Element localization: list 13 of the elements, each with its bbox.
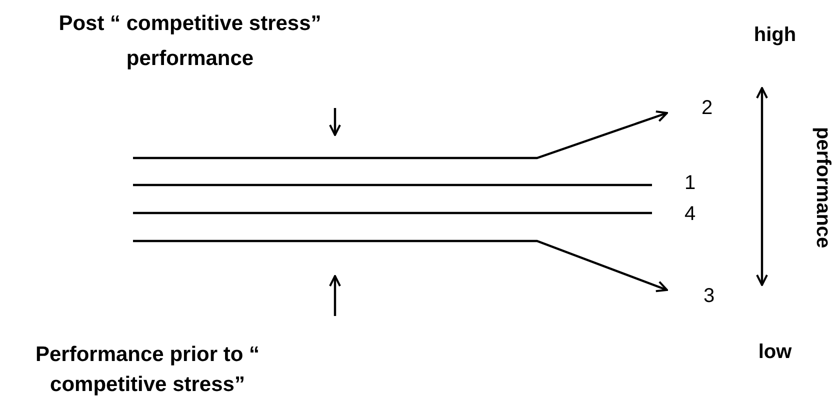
- performance-line: [133, 212, 652, 214]
- line-number: 4: [680, 200, 700, 228]
- axis-label: performance: [811, 127, 833, 247]
- line-number: 3: [699, 282, 719, 310]
- scale-label: high: [752, 23, 798, 48]
- line-number: 1: [680, 169, 700, 197]
- annotation-text: Post “ competitive stress” performance: [58, 11, 322, 72]
- scale-label: low: [757, 340, 793, 365]
- performance-line: [133, 184, 652, 186]
- annotation-text: Performance prior to “ competitive stress”: [34, 342, 261, 398]
- performance-line: [133, 110, 668, 160]
- line-number: 2: [697, 94, 717, 122]
- performance-line: [133, 240, 668, 292]
